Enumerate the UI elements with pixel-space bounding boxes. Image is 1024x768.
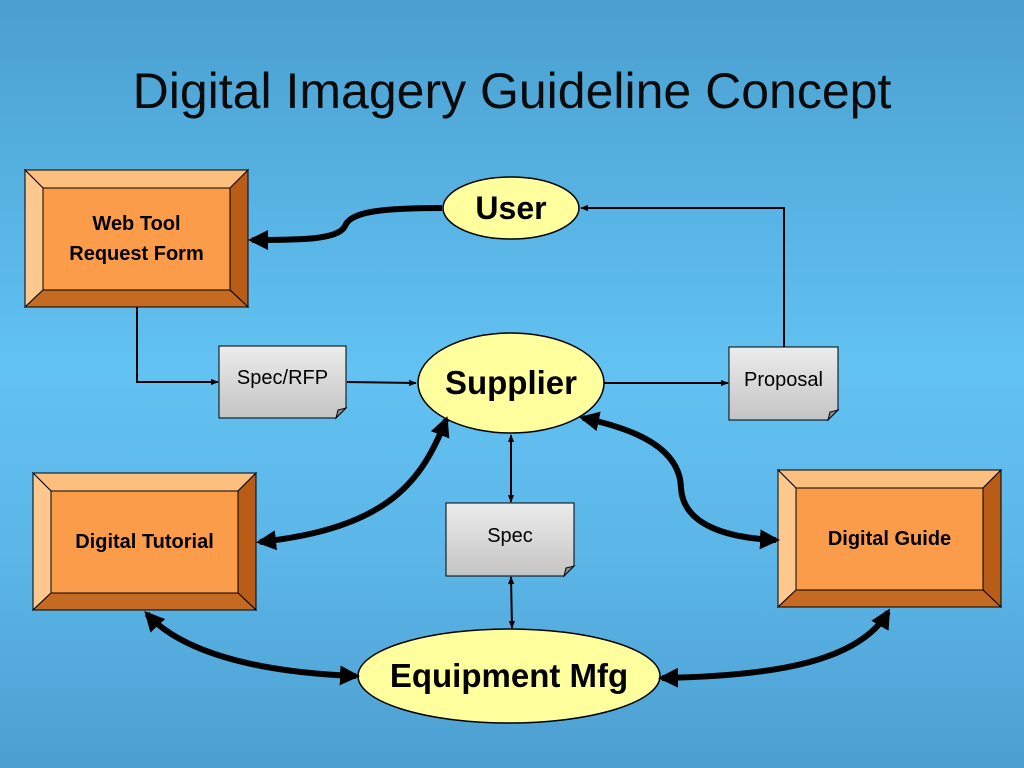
web-tool-label-line2: Request Form: [69, 243, 204, 265]
digital-tutorial-box: [31, 471, 258, 612]
digital-guide-box: [776, 468, 1003, 609]
digital-tutorial-label: Digital Tutorial: [75, 531, 214, 553]
connector-tutorial-equipment: [144, 611, 360, 686]
user-label: User: [475, 189, 547, 226]
spec-rfp-label: Spec/RFP: [236, 366, 329, 389]
web-tool-label-line1: Web Tool: [92, 213, 181, 235]
connector-specrfp-to-supplier: [346, 379, 417, 387]
supplier-label: Supplier: [444, 364, 578, 401]
equipment-mfg-label: Equipment Mfg: [389, 657, 629, 694]
user-node: [442, 176, 580, 240]
proposal-label: Proposal: [744, 368, 823, 391]
connector-user-to-webtool: [248, 205, 443, 250]
digital-guide-label: Digital Guide: [827, 528, 952, 550]
spec-label: Spec: [487, 524, 533, 547]
connector-proposal-to-user: [580, 204, 785, 347]
connector-equipment-guide: [658, 608, 891, 688]
connector-supplier-digital-tutorial: [256, 416, 450, 551]
proposal-document: [728, 346, 840, 422]
slide-title: Digital Imagery Guideline Concept: [132, 63, 892, 119]
connector-webtool-to-specrfp: [136, 307, 219, 386]
web-tool-label: Web Tool Request Form: [43, 188, 230, 290]
spec-document: [445, 502, 576, 578]
connector-spec-equipment: [507, 576, 516, 629]
web-tool-request-form-box: [23, 168, 250, 309]
connector-supplier-digital-guide: [579, 411, 780, 550]
spec-rfp-document: [218, 345, 348, 420]
